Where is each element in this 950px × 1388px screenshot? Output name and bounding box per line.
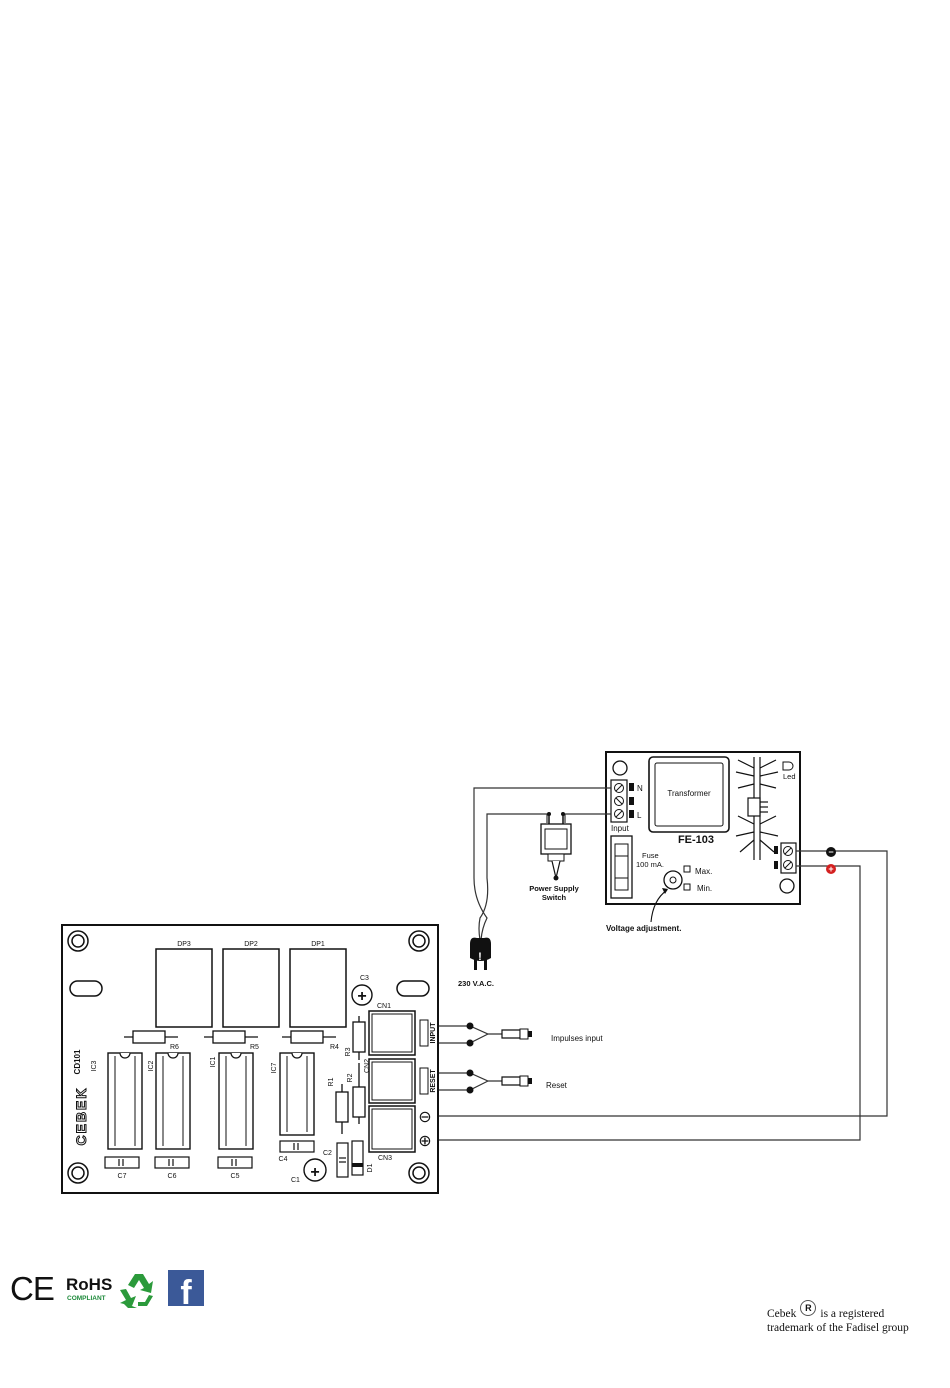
module-model: FE-103	[678, 834, 714, 846]
trademark-line1: is a registered	[820, 1308, 885, 1320]
board-code: CD101	[73, 1049, 82, 1074]
board-brand: CEBEK	[73, 1086, 89, 1145]
led-indicator: Led	[782, 761, 796, 781]
plus-terminal-icon: ⊕	[418, 1133, 431, 1150]
c1-label: C1	[291, 1177, 300, 1184]
trademark-line2: trademark of the Fadisel group	[767, 1322, 909, 1334]
max-label: Max.	[695, 867, 712, 876]
r6-label: R6	[170, 1044, 179, 1051]
ic2-label: IC2	[148, 1060, 155, 1071]
mount-hole-icon	[612, 760, 628, 776]
plus-sign: +	[828, 864, 833, 874]
voltage-trimmer: Max. Min.	[663, 865, 712, 893]
svg-text:+: +	[310, 1164, 319, 1181]
l-label: L	[637, 811, 642, 820]
rohs-label: RoHS	[66, 1275, 112, 1294]
dp3-label: DP3	[177, 941, 191, 948]
cn3-label: CN3	[378, 1155, 392, 1162]
mount-hole-icon	[779, 878, 795, 894]
reset-pushbutton-icon: Reset	[466, 1069, 568, 1094]
r3-label: R3	[345, 1047, 352, 1056]
certification-logos: CE RoHS COMPLIANT f	[10, 1270, 204, 1312]
impulses-input-label: Impulses input	[551, 1034, 603, 1043]
input-label: Input	[611, 824, 630, 833]
plus-wire-marker	[826, 864, 836, 874]
fuse-label: Fuse	[642, 851, 659, 860]
fuse-value: 100 mA.	[636, 860, 664, 869]
transformer-label: Transformer	[667, 789, 711, 798]
ce-mark-icon: CE	[10, 1270, 54, 1307]
power-supply-module: N L Input Transformer FE-103 Led	[605, 751, 801, 933]
registered-icon: R	[800, 1300, 817, 1316]
minus-wire-marker	[826, 847, 836, 857]
facebook-glyph: f	[180, 1274, 192, 1312]
rohs-sub: COMPLIANT	[67, 1295, 106, 1302]
minus-terminal-icon: ⊖	[418, 1109, 431, 1126]
recycle-icon	[120, 1274, 153, 1308]
r5-label: R5	[250, 1044, 259, 1051]
n-label: N	[637, 784, 643, 793]
d1-label: D1	[367, 1163, 374, 1172]
c7-label: C7	[118, 1173, 127, 1180]
r4-label: R4	[330, 1044, 339, 1051]
input-terminal-block: N L Input	[610, 779, 643, 833]
c4-label: C4	[279, 1156, 288, 1163]
facebook-icon: f	[168, 1270, 204, 1312]
trademark-brand: Cebek	[767, 1308, 797, 1320]
ic1-label: IC1	[210, 1056, 217, 1067]
dp1-label: DP1	[311, 941, 325, 948]
voltage-adjust-label: Voltage adjustment.	[606, 924, 681, 933]
r2-label: R2	[347, 1073, 354, 1082]
transformer: Transformer FE-103	[648, 756, 730, 846]
mains-voltage-label: 230 V.A.C.	[458, 979, 494, 988]
output-terminal-block	[774, 842, 797, 874]
dp2-label: DP2	[244, 941, 258, 948]
c2-label: C2	[323, 1150, 332, 1157]
impulse-pushbutton-icon: Impulses input	[466, 1022, 603, 1047]
ic7-label: IC7	[271, 1062, 278, 1073]
r1-label: R1	[328, 1077, 335, 1086]
counter-board: DP3 DP2 DP1 R6 R5 R4 IC3 IC2	[61, 924, 439, 1194]
mains-plug-icon: ! 230 V.A.C.	[458, 937, 494, 988]
c3-label: C3	[360, 975, 369, 982]
svg-text:!: !	[478, 951, 482, 963]
reset-connector-label: RESET	[430, 1069, 437, 1093]
power-supply-switch: Power Supply Switch	[529, 812, 580, 902]
rohs-icon: RoHS COMPLIANT	[66, 1275, 112, 1302]
c6-label: C6	[168, 1173, 177, 1180]
led-label: Led	[783, 772, 796, 781]
c5-label: C5	[231, 1173, 240, 1180]
reset-input-label: Reset	[546, 1081, 568, 1090]
minus-sign: −	[828, 847, 833, 857]
min-label: Min.	[697, 884, 712, 893]
switch-label-line2: Switch	[542, 893, 567, 902]
switch-label-line1: Power Supply	[529, 884, 579, 893]
fuse: Fuse 100 mA.	[610, 835, 664, 899]
heatsink	[735, 757, 779, 860]
input-connector-label: INPUT	[430, 1022, 437, 1044]
ic3-label: IC3	[91, 1060, 98, 1071]
svg-text:+: +	[357, 988, 366, 1005]
cn2-label: CN2	[364, 1059, 371, 1073]
cn1-label: CN1	[377, 1003, 391, 1010]
